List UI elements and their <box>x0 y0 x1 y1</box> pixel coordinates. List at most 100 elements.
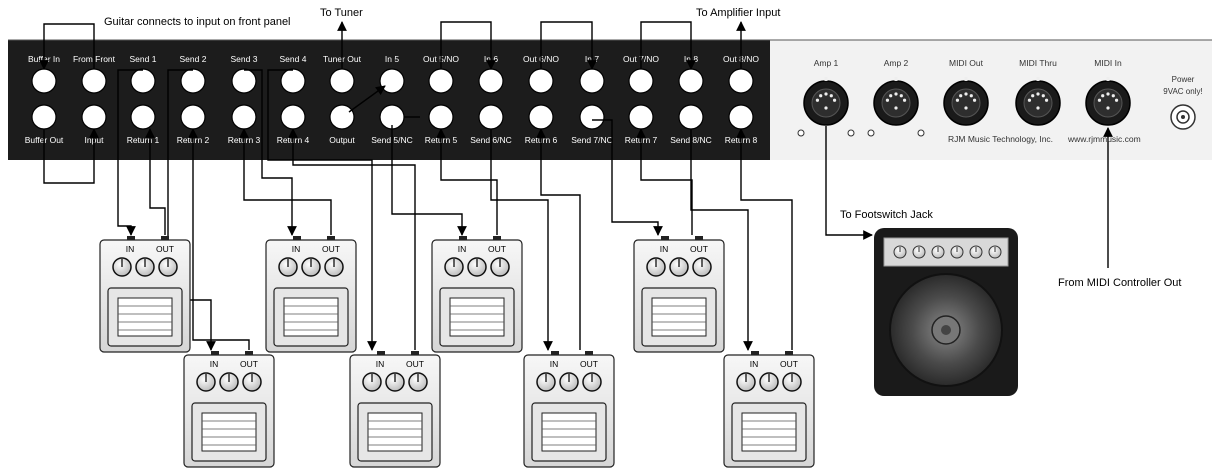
pedal-out-jack[interactable] <box>161 236 169 241</box>
cable-send8-pedal8 <box>690 129 753 351</box>
jack-from-front[interactable] <box>81 68 107 94</box>
jack-in-8[interactable] <box>678 68 704 94</box>
pedal-in-jack[interactable] <box>459 236 467 241</box>
pedal-out-jack[interactable] <box>245 351 253 356</box>
pedal-in-label: IN <box>126 244 135 254</box>
jack-return-6[interactable] <box>528 104 554 130</box>
cable-routing <box>39 21 1113 351</box>
pedal-out-jack[interactable] <box>695 236 703 241</box>
din-connector-amp-1[interactable] <box>803 77 849 126</box>
power-label: Power <box>1172 75 1195 84</box>
pedal-out-jack[interactable] <box>585 351 593 356</box>
cable-loop-out5-in6 <box>440 21 496 70</box>
pedal-in-label: IN <box>376 359 385 369</box>
jack-in-7[interactable] <box>579 68 605 94</box>
cable-pedal2-return2 <box>188 128 250 350</box>
pedal-out-label: OUT <box>780 359 798 369</box>
jack-send-3[interactable] <box>231 68 257 94</box>
pedal-in-jack[interactable] <box>377 351 385 356</box>
jack-label-in-5: In 5 <box>385 54 399 64</box>
din-connector-midi-out[interactable] <box>943 77 989 126</box>
power-sub-label: 9VAC only! <box>1163 87 1202 96</box>
jack-return-7[interactable] <box>628 104 654 130</box>
pedal-out-label: OUT <box>406 359 424 369</box>
jack-out-5-no[interactable] <box>428 68 454 94</box>
jack-send-2[interactable] <box>180 68 206 94</box>
jack-return-4[interactable] <box>280 104 306 130</box>
cable-send5-pedal5 <box>391 125 467 236</box>
cable-send7-pedal7 <box>592 119 663 236</box>
pedal-in-jack[interactable] <box>127 236 135 241</box>
jack-out-6-no[interactable] <box>528 68 554 94</box>
jack-buffer-out[interactable] <box>31 104 57 130</box>
effect-pedal-8: IN OUT <box>723 351 815 468</box>
pedal-in-label: IN <box>750 359 759 369</box>
pedal-out-jack[interactable] <box>411 351 419 356</box>
pedal-out-jack[interactable] <box>785 351 793 356</box>
pedal-in-label: IN <box>292 244 301 254</box>
pedal-out-jack[interactable] <box>327 236 335 241</box>
annotation-guitar: Guitar connects to input on front panel <box>104 16 291 28</box>
annotation-footswitch: To Footswitch Jack <box>840 209 933 221</box>
jack-tuner-out[interactable] <box>329 68 355 94</box>
jack-label-return-1: Return 1 <box>127 135 160 145</box>
jack-return-5[interactable] <box>428 104 454 130</box>
jack-in-6[interactable] <box>478 68 504 94</box>
din-connector-amp-2[interactable] <box>873 77 919 126</box>
pedal-out-label: OUT <box>240 359 258 369</box>
cable-pedal4-return4 <box>288 128 416 350</box>
pedal-out-label: OUT <box>690 244 708 254</box>
effect-pedal-7: IN OUT <box>633 236 725 353</box>
connector-label-amp-2: Amp 2 <box>884 58 909 68</box>
cable-pedal5-return5 <box>436 128 498 235</box>
cable-guitar-loop-top <box>39 23 95 70</box>
cable-amp1-footswitch <box>825 126 873 240</box>
jack-input[interactable] <box>81 104 107 130</box>
pedal-in-jack[interactable] <box>551 351 559 356</box>
pedal-out-label: OUT <box>156 244 174 254</box>
din-connector-midi-thru[interactable] <box>1015 77 1061 126</box>
jack-send-8-nc[interactable] <box>678 104 704 130</box>
cable-loop-out7-in8 <box>640 21 696 70</box>
annotation-amp-input: To Amplifier Input <box>696 7 780 19</box>
din-connector-midi-in[interactable] <box>1085 77 1131 126</box>
pedal-in-label: IN <box>550 359 559 369</box>
jack-send-6-nc[interactable] <box>478 104 504 130</box>
effect-pedal-1: IN OUT <box>99 236 191 353</box>
cable-pedal1-return1 <box>145 128 166 235</box>
pedal-out-label: OUT <box>580 359 598 369</box>
connector-label-midi-out: MIDI Out <box>949 58 984 68</box>
jack-in-5[interactable] <box>379 68 405 94</box>
pedal-in-jack[interactable] <box>211 351 219 356</box>
annotation-tuner: To Tuner <box>320 7 363 19</box>
cable-pedal3-return3 <box>239 128 332 235</box>
jack-return-3[interactable] <box>231 104 257 130</box>
jack-return-8[interactable] <box>728 104 754 130</box>
cable-output-to-in5 <box>348 85 386 113</box>
jack-send-4[interactable] <box>280 68 306 94</box>
effect-pedal-6: IN OUT <box>523 351 615 468</box>
jack-send-7-nc[interactable] <box>579 104 605 130</box>
jack-out-7-no[interactable] <box>628 68 654 94</box>
cable-send1-pedal1 <box>117 69 143 236</box>
pedal-in-jack[interactable] <box>751 351 759 356</box>
cable-pedal8-return8 <box>736 128 793 350</box>
pedal-in-jack[interactable] <box>293 236 301 241</box>
jack-output[interactable] <box>329 104 355 130</box>
jack-out-8-no[interactable] <box>728 68 754 94</box>
jack-label-send-3: Send 3 <box>231 54 258 64</box>
jack-return-2[interactable] <box>180 104 206 130</box>
pedal-in-label: IN <box>458 244 467 254</box>
jack-return-1[interactable] <box>130 104 156 130</box>
jack-send-1[interactable] <box>130 68 156 94</box>
website-label: www.rjmmusic.com <box>1067 134 1141 144</box>
pedal-in-jack[interactable] <box>661 236 669 241</box>
jack-buffer-in[interactable] <box>31 68 57 94</box>
connector-label-amp-1: Amp 1 <box>814 58 839 68</box>
company-label: RJM Music Technology, Inc. <box>948 134 1053 144</box>
pedal-in-label: IN <box>660 244 669 254</box>
pedal-out-jack[interactable] <box>493 236 501 241</box>
pedal-in-label: IN <box>210 359 219 369</box>
